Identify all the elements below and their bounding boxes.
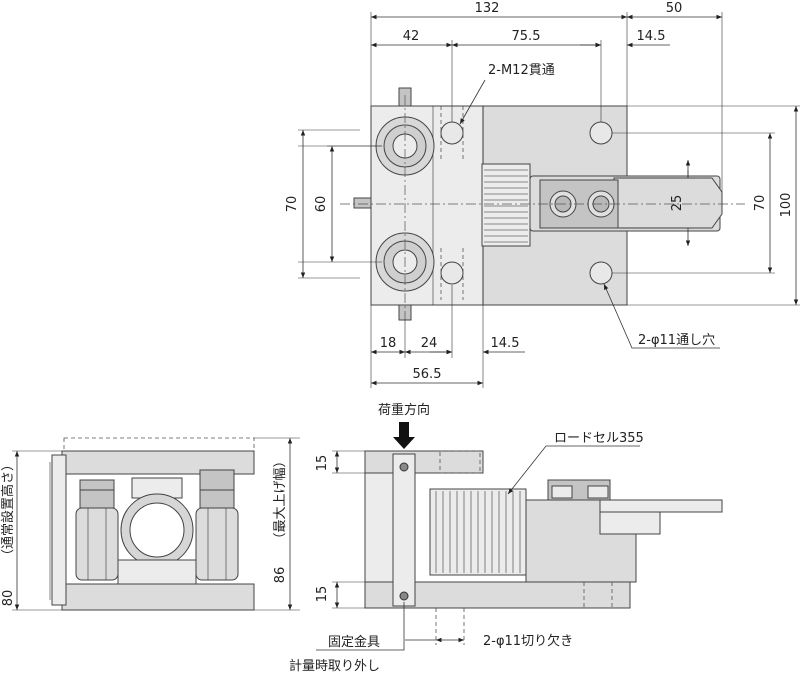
side-top-plate	[364, 450, 484, 474]
top-through-hole-upper	[589, 121, 613, 145]
dim-bottom-total: 56.5	[413, 367, 442, 382]
front-left-frame	[51, 454, 67, 606]
dim-normal-height: 80	[1, 590, 16, 607]
label-load-cell: ロードセル355	[554, 431, 644, 446]
dim-max-lift: 86	[273, 567, 288, 584]
label-through-hole: 2-φ11通し穴	[638, 333, 715, 348]
dim-right-offset: 14.5	[637, 29, 666, 44]
dim-left-to-hole: 42	[403, 29, 420, 44]
top-m12-hole-lower	[440, 261, 464, 285]
dim-hole-height: 70	[753, 195, 768, 212]
top-m12-hole-upper	[440, 121, 464, 145]
load-direction-arrow	[393, 422, 415, 449]
dim-height-inner: 60	[314, 196, 329, 213]
front-center-ring	[117, 477, 197, 585]
dim-cell-width: 25	[670, 195, 685, 212]
label-removal-note: 計量時取り外し	[289, 658, 380, 674]
dim-bottom-a: 18	[380, 336, 397, 351]
dim-overall-width: 132	[475, 1, 500, 16]
side-view: 15 15 荷重方向 ロードセル355 2-φ11切り欠き 固定金具 計量時取り…	[289, 402, 723, 674]
side-bellows	[429, 488, 527, 576]
dim-height-outer: 70	[285, 196, 300, 213]
side-bracket-screw-upper	[399, 462, 409, 472]
side-bracket-screw-lower	[399, 591, 409, 601]
dim-extension: 50	[666, 1, 683, 16]
front-bottom-plate	[61, 583, 255, 611]
front-right-nut-stack	[195, 469, 239, 581]
dim-bottom-b: 24	[421, 336, 438, 351]
top-arm-tip	[613, 177, 723, 229]
side-cell-arm	[599, 499, 723, 513]
label-notch: 2-φ11切り欠き	[483, 633, 573, 649]
label-through-tap: 2-M12貫通	[488, 63, 555, 78]
dim-top-plate: 15	[315, 455, 330, 472]
side-left-block	[364, 472, 396, 583]
top-screw-left	[353, 197, 372, 209]
top-through-hole-lower	[589, 261, 613, 285]
label-fixing-bracket: 固定金具	[328, 634, 380, 650]
front-view: 80 （通常設置高さ） 86 （最大上げ幅）	[0, 437, 300, 611]
front-left-nut-stack	[75, 479, 119, 581]
dim-hole-to-hole: 75.5	[512, 29, 541, 44]
dim-bottom-plate: 15	[315, 586, 330, 603]
top-bellows	[481, 163, 531, 247]
dim-max-lift-note: （最大上げ幅）	[273, 454, 288, 545]
dim-overall-height: 100	[779, 193, 794, 218]
label-load-direction: 荷重方向	[378, 402, 430, 418]
dim-bottom-c: 14.5	[491, 336, 520, 351]
top-view: 132 50 42 75.5 14.5 2-M12貫通 70 60 25	[285, 1, 800, 388]
dim-normal-height-note: （通常設置高さ）	[0, 458, 16, 562]
side-fixing-bracket	[392, 453, 416, 607]
